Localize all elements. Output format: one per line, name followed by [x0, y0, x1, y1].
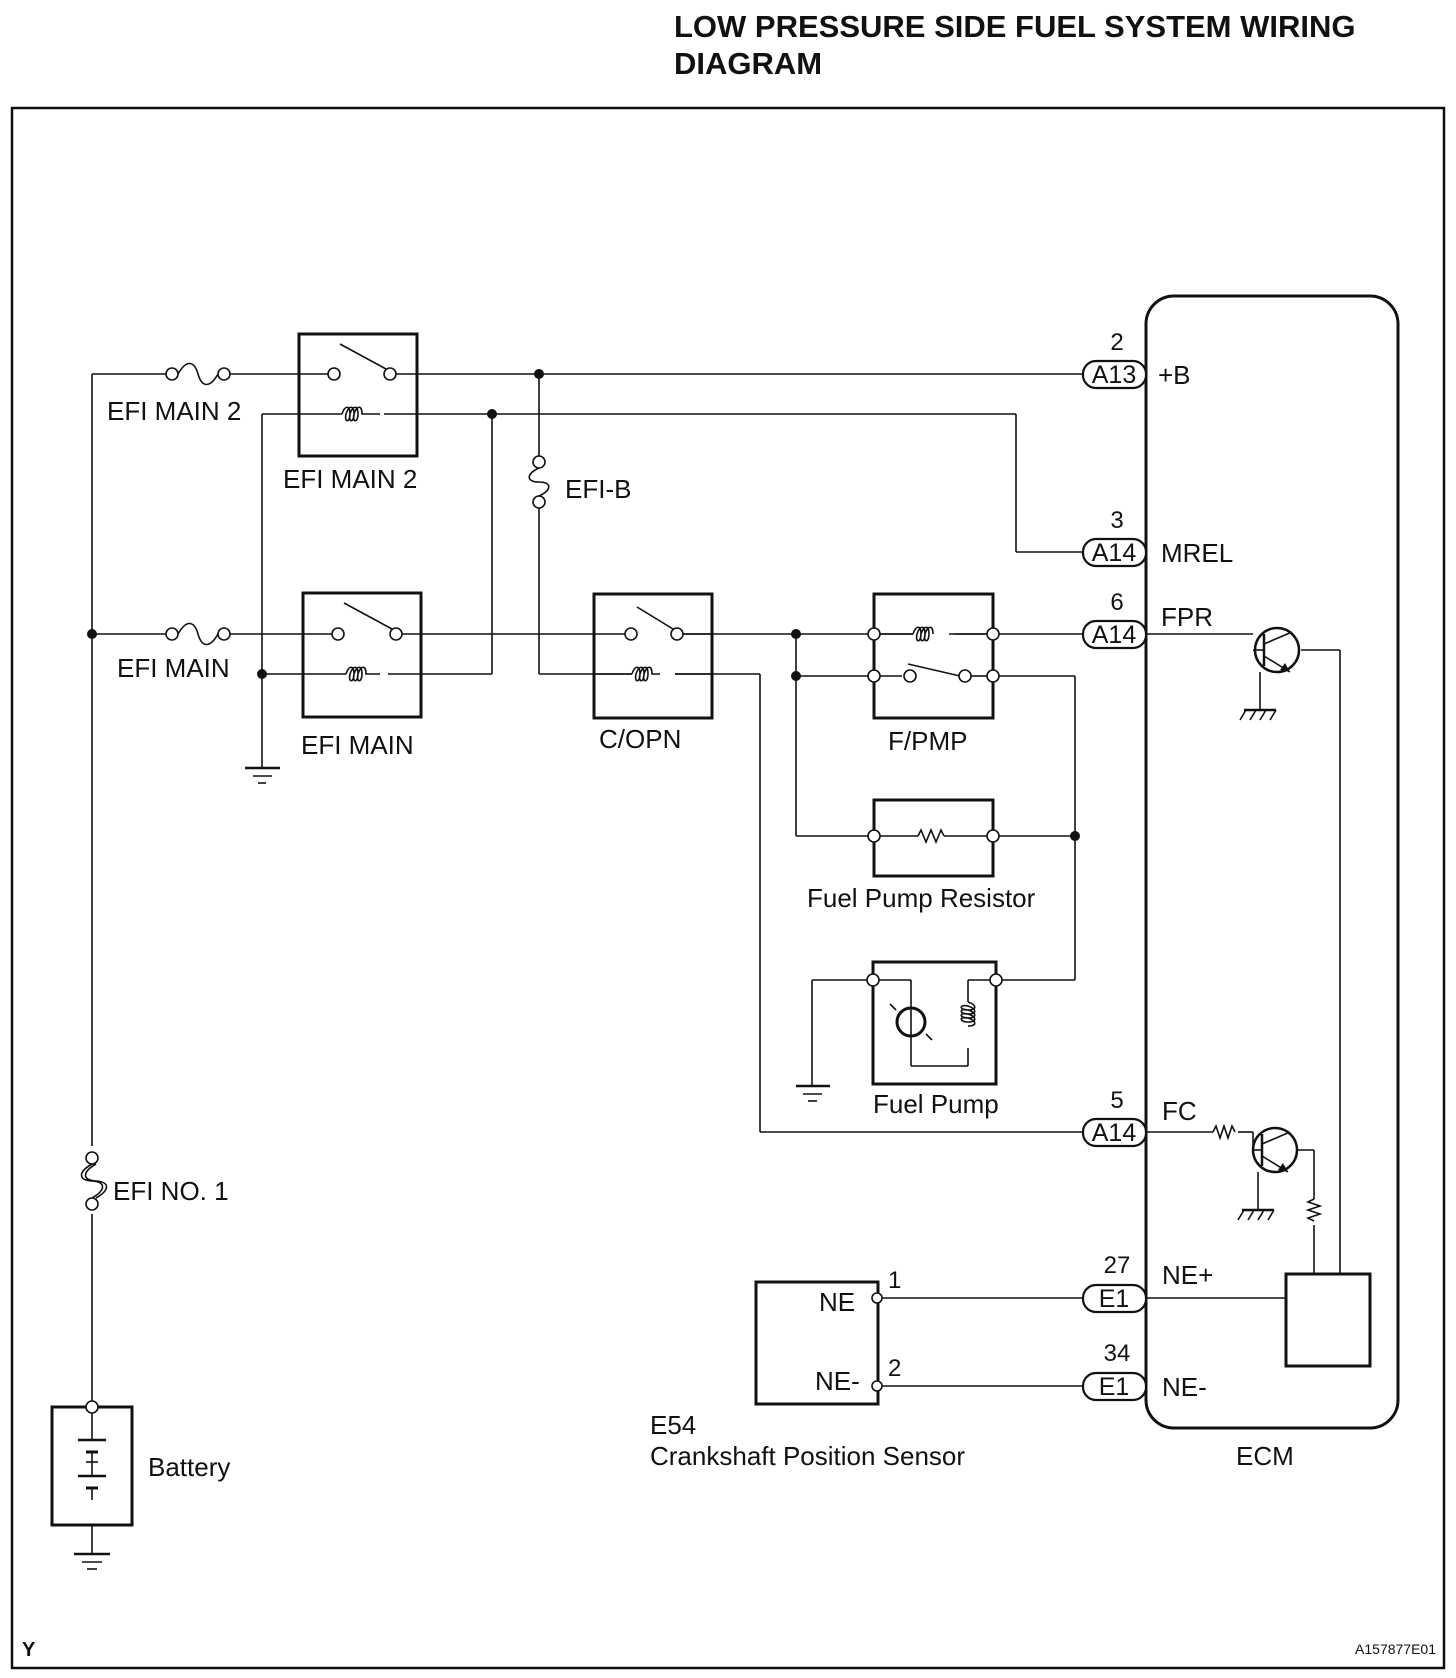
- pin-connector: A14: [1092, 621, 1137, 649]
- fuel-pump-resistor: [867, 798, 1000, 878]
- label-efi-main2-fuse: EFI MAIN 2: [107, 396, 241, 426]
- label-copn-relay: C/OPN: [599, 724, 681, 754]
- fc-transistor-icon: [1212, 1123, 1323, 1222]
- ground-battery-icon: [74, 1552, 110, 1570]
- relay-fpmp: [867, 592, 1000, 720]
- wires: [91, 373, 1341, 1407]
- ground-fuel-pump-icon: [796, 1084, 830, 1102]
- fuel-pump: [866, 960, 1003, 1086]
- label-sensor-code: E54: [650, 1410, 696, 1440]
- relay-efi-main: [301, 591, 423, 719]
- label-fpmp-relay: F/PMP: [888, 726, 967, 756]
- sensor-pin-number-ne-minus: 2: [888, 1355, 901, 1382]
- fuse-efi-b-icon: [528, 455, 550, 509]
- ground-icons: [74, 766, 830, 1570]
- label-efi-b-fuse: EFI-B: [565, 474, 631, 504]
- fpr-transistor-icon: [1239, 626, 1301, 721]
- label-efi-no1-fuse: EFI NO. 1: [113, 1176, 229, 1206]
- relay-copn: [592, 592, 714, 720]
- label-sensor-ne: NE: [819, 1287, 855, 1317]
- crankshaft-sensor: [754, 1280, 883, 1406]
- ecm-box: [1144, 294, 1400, 1430]
- label-fuel-pump-resistor: Fuel Pump Resistor: [807, 883, 1036, 913]
- pin-number: 2: [1110, 329, 1123, 356]
- label-sensor-name: Crankshaft Position Sensor: [650, 1441, 965, 1471]
- ground-efi-main2-icon: [245, 766, 280, 784]
- figure-id: A157877E01: [1355, 1641, 1436, 1657]
- corner-mark: Y: [22, 1639, 36, 1661]
- diagram-title: LOW PRESSURE SIDE FUEL SYSTEM WIRING DIA…: [674, 9, 1356, 81]
- pin-signal: FPR: [1161, 602, 1213, 632]
- pin-number: 3: [1110, 507, 1123, 534]
- pin-signal: NE+: [1162, 1260, 1213, 1290]
- label-sensor-ne-minus: NE-: [815, 1366, 860, 1396]
- fuse-efi-no1-icon: [80, 1151, 108, 1211]
- battery-icon: [50, 1400, 134, 1554]
- pin-signal: MREL: [1161, 538, 1233, 568]
- fuse-efi-main2-icon: [165, 362, 231, 386]
- label-battery: Battery: [148, 1452, 230, 1482]
- label-fuel-pump: Fuel Pump: [873, 1089, 999, 1119]
- relay-efi-main2: [297, 332, 419, 458]
- pin-connector: A14: [1092, 539, 1137, 567]
- pin-number: 5: [1110, 1087, 1123, 1114]
- pin-connector: E1: [1099, 1373, 1130, 1401]
- pin-connector: A14: [1092, 1119, 1137, 1147]
- label-efi-main-relay: EFI MAIN: [301, 730, 414, 760]
- ecm-connectors: [1081, 359, 1148, 1402]
- label-efi-main-fuse: EFI MAIN: [117, 653, 230, 683]
- pin-connector: A13: [1092, 361, 1136, 389]
- pin-number: 27: [1104, 1252, 1131, 1279]
- fuse-efi-main-icon: [165, 622, 231, 646]
- pin-connector: E1: [1099, 1285, 1130, 1313]
- pin-signal: +B: [1158, 360, 1191, 390]
- sensor-pin-number-ne: 1: [888, 1267, 901, 1294]
- pin-signal: NE-: [1162, 1372, 1207, 1402]
- pin-number: 34: [1104, 1340, 1131, 1367]
- label-ecm: ECM: [1236, 1441, 1294, 1471]
- diagram-frame: [10, 106, 1446, 1670]
- junction-dots: [87, 369, 1080, 841]
- label-efi-main2-relay: EFI MAIN 2: [283, 464, 417, 494]
- pin-signal: FC: [1162, 1096, 1197, 1126]
- ecm-pin-labels: 2 A13 +B 3 A14 MREL 6 A14 FPR 5 A14 FC 2…: [1092, 329, 1233, 1402]
- pin-number: 6: [1110, 589, 1123, 616]
